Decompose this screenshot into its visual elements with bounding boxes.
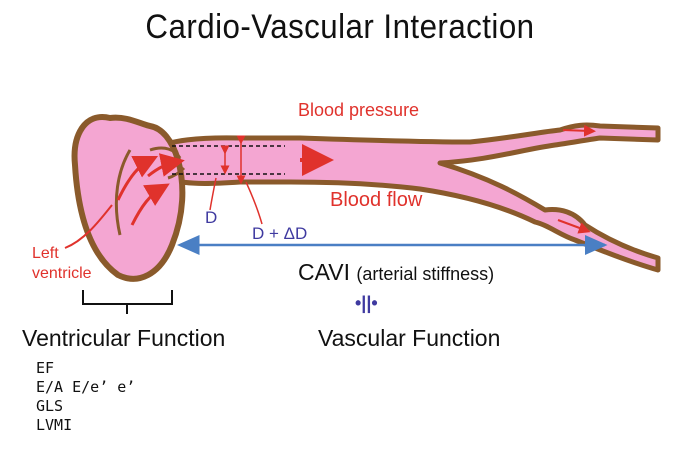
metric-ef: EF — [36, 359, 135, 378]
diameter-label: D — [205, 208, 217, 228]
blood-pressure-label: Blood pressure — [298, 100, 419, 121]
cavi-label: CAVI (arterial stiffness) — [298, 259, 494, 286]
ventricular-function-heading: Ventricular Function — [22, 325, 225, 352]
vascular-function-heading: Vascular Function — [318, 325, 500, 352]
ventricular-function-brace — [83, 290, 172, 314]
equivalence-symbol: •||• — [355, 293, 378, 314]
metric-lvmi: LVMI — [36, 416, 135, 435]
left-ventricle-label: Left ventricle — [32, 244, 92, 284]
cavi-title: CAVI — [298, 259, 350, 285]
upper-branch-flow-arrow — [563, 130, 590, 131]
ventricular-metrics-list: EF E/A E/e’ e’ GLS LVMI — [36, 359, 135, 435]
diameter-change-label: D + ΔD — [252, 224, 307, 244]
blood-flow-label: Blood flow — [330, 189, 422, 212]
cavi-note: (arterial stiffness) — [356, 264, 494, 284]
metric-diastolic: E/A E/e’ e’ — [36, 378, 135, 397]
metric-gls: GLS — [36, 397, 135, 416]
